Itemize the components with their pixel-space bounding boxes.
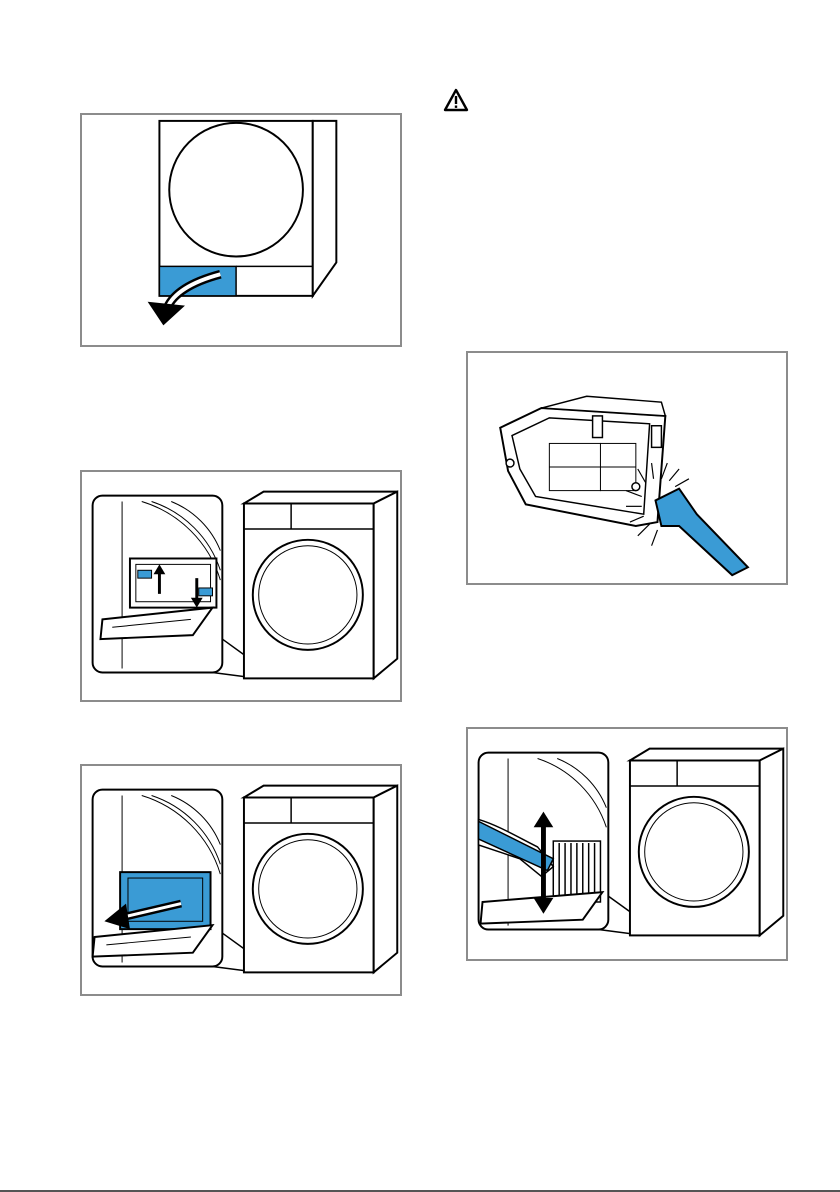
figure-clean-exchanger [466, 351, 788, 585]
figure-pull-out [80, 764, 402, 996]
figure-unlock-levers [80, 470, 402, 702]
figure-open-flap [80, 113, 402, 347]
figure-clean-slot [466, 727, 788, 961]
warning-triangle-icon [443, 88, 469, 112]
